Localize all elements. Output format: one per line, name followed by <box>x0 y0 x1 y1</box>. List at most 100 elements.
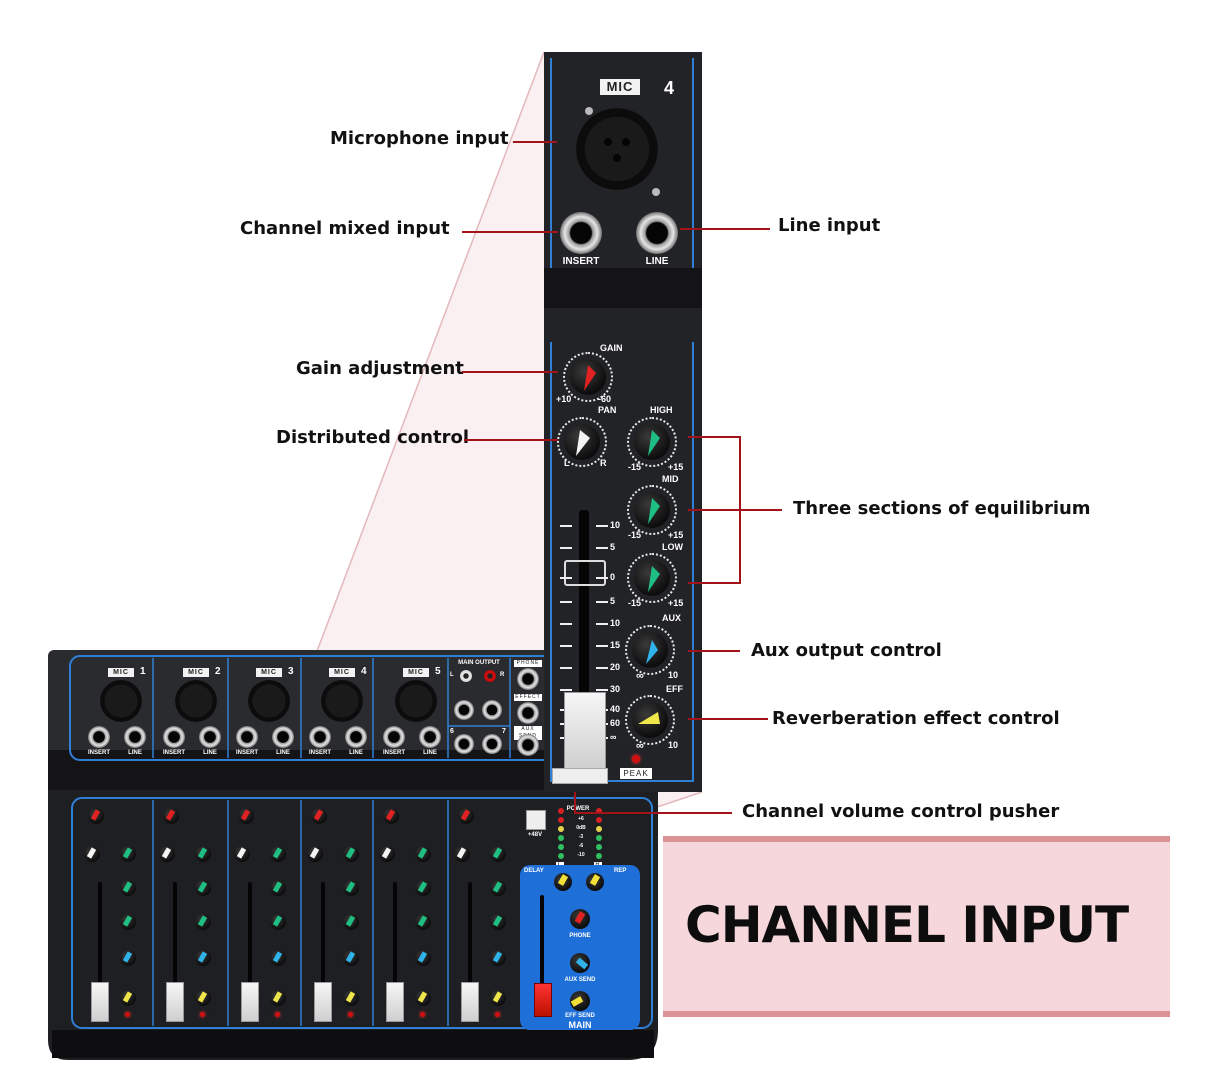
pan-knob[interactable] <box>307 846 323 862</box>
high-max-label: +15 <box>668 462 684 472</box>
channel-volume-fader[interactable] <box>564 692 606 770</box>
high-eq-knob[interactable] <box>415 846 431 862</box>
insert-jack[interactable] <box>383 726 405 748</box>
aux-send-knob[interactable] <box>570 953 590 973</box>
mid-eq-knob[interactable] <box>490 880 506 896</box>
mid-eq-knob[interactable] <box>343 880 359 896</box>
line-jack[interactable] <box>124 726 146 748</box>
aux-knob[interactable] <box>270 950 286 966</box>
high-eq-knob[interactable] <box>270 846 286 862</box>
mid-eq-knob[interactable] <box>270 880 286 896</box>
pan-knob[interactable] <box>379 846 395 862</box>
channel-fader-track <box>173 882 177 1012</box>
rca-left-jack[interactable] <box>460 670 472 682</box>
line-jack[interactable] <box>345 726 367 748</box>
high-eq-knob[interactable] <box>120 846 136 862</box>
power-label: POWER <box>566 806 590 812</box>
insert-jack[interactable] <box>236 726 258 748</box>
insert-jack[interactable] <box>163 726 185 748</box>
line-jack[interactable] <box>199 726 221 748</box>
pan-knob[interactable] <box>454 846 470 862</box>
channel-fader[interactable] <box>241 982 259 1022</box>
gain-knob[interactable] <box>311 808 327 824</box>
main-out-r-jack[interactable] <box>482 700 502 720</box>
mid-eq-knob[interactable] <box>415 880 431 896</box>
effect-knob[interactable] <box>120 990 136 1006</box>
rep-knob[interactable] <box>586 873 604 891</box>
xlr-jack[interactable] <box>100 680 142 722</box>
low-eq-knob[interactable] <box>627 553 677 603</box>
aux-knob[interactable] <box>195 950 211 966</box>
delay-knob[interactable] <box>554 873 572 891</box>
aux-knob[interactable] <box>343 950 359 966</box>
xlr-jack[interactable] <box>248 680 290 722</box>
phone-jack[interactable] <box>517 668 539 690</box>
low-eq-knob[interactable] <box>195 914 211 930</box>
channel-fader[interactable] <box>314 982 332 1022</box>
mid-eq-knob[interactable] <box>627 485 677 535</box>
effect-knob[interactable] <box>625 695 675 745</box>
effect-knob[interactable] <box>343 990 359 1006</box>
effect-knob[interactable] <box>195 990 211 1006</box>
meter-label: 0dB <box>576 825 586 831</box>
xlr-jack[interactable] <box>175 680 217 722</box>
delay-label: DELAY <box>524 868 544 874</box>
insert-jack[interactable] <box>88 726 110 748</box>
effect-knob[interactable] <box>415 990 431 1006</box>
main-out-l-jack[interactable] <box>454 700 474 720</box>
low-eq-knob[interactable] <box>415 914 431 930</box>
line-jack[interactable] <box>419 726 441 748</box>
insert-jack[interactable] <box>560 212 602 254</box>
low-eq-knob[interactable] <box>490 914 506 930</box>
input-6-jack[interactable] <box>454 734 474 754</box>
gain-knob[interactable] <box>163 808 179 824</box>
scale-label: 15 <box>610 640 621 650</box>
gain-knob[interactable] <box>563 352 613 402</box>
line-jack[interactable] <box>636 212 678 254</box>
input-7-jack[interactable] <box>482 734 502 754</box>
low-eq-knob[interactable] <box>343 914 359 930</box>
gain-knob[interactable] <box>238 808 254 824</box>
channel-fader[interactable] <box>386 982 404 1022</box>
peak-led <box>420 1012 425 1017</box>
effect-jack[interactable] <box>517 702 539 724</box>
channel-fader[interactable] <box>166 982 184 1022</box>
channel-fader[interactable] <box>91 982 109 1022</box>
line-jack[interactable] <box>272 726 294 748</box>
pan-knob[interactable] <box>84 846 100 862</box>
aux-knob[interactable] <box>625 625 675 675</box>
insert-jack[interactable] <box>309 726 331 748</box>
low-eq-knob[interactable] <box>120 914 136 930</box>
gain-knob[interactable] <box>383 808 399 824</box>
eff-send-knob[interactable] <box>570 991 590 1011</box>
high-eq-knob[interactable] <box>195 846 211 862</box>
high-eq-knob[interactable] <box>627 417 677 467</box>
mid-eq-knob[interactable] <box>120 880 136 896</box>
gain-knob[interactable] <box>88 808 104 824</box>
aux-knob[interactable] <box>415 950 431 966</box>
rca-right-jack[interactable] <box>484 670 496 682</box>
effect-knob[interactable] <box>490 990 506 1006</box>
aux-knob[interactable] <box>120 950 136 966</box>
channel-fader[interactable] <box>461 982 479 1022</box>
aux-knob[interactable] <box>490 950 506 966</box>
knob-pointer <box>272 991 283 1003</box>
effect-knob[interactable] <box>270 990 286 1006</box>
mid-eq-knob[interactable] <box>195 880 211 896</box>
aux-send-jack[interactable] <box>517 734 539 756</box>
pan-knob[interactable] <box>159 846 175 862</box>
main-fader-cap[interactable] <box>534 983 552 1017</box>
phone-knob[interactable] <box>570 909 590 929</box>
high-eq-knob[interactable] <box>490 846 506 862</box>
pan-knob[interactable] <box>557 417 607 467</box>
xlr-jack[interactable] <box>395 680 437 722</box>
phantom-power-button[interactable] <box>526 810 546 830</box>
high-eq-knob[interactable] <box>343 846 359 862</box>
scale-tick <box>560 525 572 527</box>
low-eq-knob[interactable] <box>270 914 286 930</box>
line-label: LINE <box>128 750 142 756</box>
xlr-microphone-jack[interactable] <box>576 108 658 190</box>
gain-knob[interactable] <box>458 808 474 824</box>
xlr-jack[interactable] <box>321 680 363 722</box>
pan-knob[interactable] <box>234 846 250 862</box>
